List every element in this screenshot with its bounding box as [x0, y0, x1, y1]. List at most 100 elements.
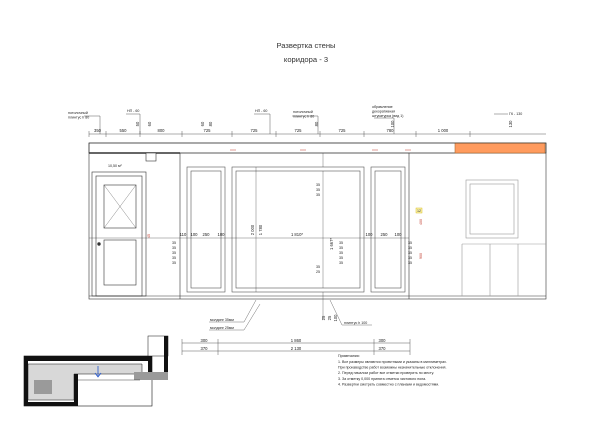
- mid-small-dim: 35: [339, 261, 343, 265]
- baseboard-label: плинтус h 100: [344, 321, 367, 325]
- top-dim-label: 725: [251, 128, 259, 133]
- bottom-small-dim: 25: [321, 315, 326, 320]
- right-small-dim: 35: [408, 246, 412, 250]
- note-item: При производстве работ возможны незначит…: [338, 366, 446, 370]
- drawing-title-line2: коридора - 3: [284, 55, 328, 64]
- callout-np60-mid: НП - 60: [255, 109, 267, 113]
- top-small-dim: 60: [200, 121, 205, 126]
- callout-np60-left: НП - 60: [127, 109, 139, 113]
- note-item: 1. Все размеры являются проектными и ука…: [338, 360, 447, 364]
- left-offset-dim: 100: [191, 232, 199, 237]
- notes-list: 1. Все размеры являются проектными и ука…: [338, 360, 447, 386]
- top-small-dim: 80: [314, 121, 319, 126]
- top-dim-label: 725: [339, 128, 347, 133]
- note-item: 2. Перед началом работ все отметки прове…: [338, 371, 434, 375]
- bottom-small-dim: 25: [327, 315, 332, 320]
- bottom-row1-left: 300: [201, 338, 209, 343]
- left-small-dim: 35: [172, 251, 176, 255]
- right-offset-dim: 100: [366, 232, 374, 237]
- mid-top-small-dim: 35: [316, 193, 320, 197]
- bottom-row2-mid: 2 130: [291, 346, 302, 351]
- door: [91, 171, 147, 297]
- molding-leaders: [209, 299, 372, 331]
- top-small-dim: 80: [208, 121, 213, 126]
- right-offset-dims: 100 250 100: [366, 232, 403, 237]
- molding-35-label: молдинг 35мм: [210, 318, 234, 322]
- right-offset-dim: 250: [381, 232, 389, 237]
- callouts: [84, 113, 508, 134]
- door-handle: [97, 242, 101, 246]
- top-dim-label: 800: [158, 128, 166, 133]
- top-dim-label: 1 000: [438, 128, 449, 133]
- top-small-dim: 50: [135, 121, 140, 126]
- yellow-tag-box: [415, 207, 423, 214]
- left-small-dim: 35: [172, 246, 176, 250]
- note-item: 3. За отметку 0,000 принята отметка чист…: [338, 377, 426, 381]
- red-right-dims: 900 400: [419, 219, 423, 259]
- left-offset-dims: 110 100 250 100: [180, 232, 226, 237]
- mid-top-small-dim: 35: [316, 188, 320, 192]
- mid-small-dim: 35: [339, 246, 343, 250]
- top-dim-label: 780: [387, 128, 395, 133]
- wall-elevation: [88, 142, 547, 300]
- mid-small-dim: 35: [339, 256, 343, 260]
- red-right-dim: 900: [419, 253, 423, 259]
- left-small-dim: 35: [172, 256, 176, 260]
- bottom-row1-mid: 1 860: [291, 338, 302, 343]
- top-dim-label: 725: [295, 128, 303, 133]
- molding-panels: [186, 166, 406, 293]
- center-height-dim: 1 667*: [329, 238, 334, 250]
- area-label: 10,50 м²: [108, 164, 122, 168]
- top-small-dim: 100: [390, 120, 395, 128]
- top-dim-label: 550: [120, 128, 128, 133]
- view-arrow-icon: [94, 366, 102, 378]
- mid-small-dim: 35: [339, 251, 343, 255]
- mid-small-dim: 35: [339, 241, 343, 245]
- left-offset-dim: 250: [203, 232, 211, 237]
- frame-right-dim: 1 780: [258, 224, 263, 235]
- mid-top-small-dim: 35: [316, 183, 320, 187]
- light-box-gk130: [454, 142, 546, 154]
- notes-heading: Примечания:: [338, 354, 360, 358]
- center-width-dim: 1 810*: [291, 232, 303, 237]
- mid-bot-small-dim: 35: [316, 265, 320, 269]
- left-offset-dim: 100: [218, 232, 226, 237]
- bottom-row2-left: 370: [201, 346, 209, 351]
- panel-dimension-lines: [89, 153, 409, 320]
- ceiling-step: [145, 152, 157, 162]
- drawing-title-line1: Развертка стены: [276, 41, 335, 50]
- left-offset-dim: 110: [180, 232, 187, 237]
- outer-height-dim: 2 000: [250, 224, 255, 235]
- left-small-dim: 35: [172, 241, 176, 245]
- left-small-dim: 35: [172, 261, 176, 265]
- top-small-dim: 60: [147, 121, 152, 126]
- top-dimensions: 350 550 800 725 725 725 725 780 1 000: [88, 128, 471, 137]
- red-right-dim: 400: [419, 219, 423, 225]
- right-small-dim: 35: [408, 251, 412, 255]
- yellow-tag: 12: [417, 209, 421, 213]
- note-item: 4. Развертки смотреть совместно с планам…: [338, 382, 439, 386]
- mid-bot-small-dim: 25: [316, 270, 320, 274]
- wall-outline: [88, 142, 547, 300]
- red-left-dim: 45: [147, 234, 151, 238]
- right-offset-dim: 100: [395, 232, 403, 237]
- bottom-row1-right: 300: [379, 338, 387, 343]
- bottom-small-dim: 100: [333, 314, 338, 322]
- right-small-dim: 35: [408, 261, 412, 265]
- bottom-dimension-lines: [181, 339, 411, 355]
- top-dim-label: 725: [204, 128, 212, 133]
- right-small-dim: 35: [408, 241, 412, 245]
- bottom-row2-right: 370: [379, 346, 387, 351]
- key-plan: [23, 335, 169, 407]
- top-dim-label: 350: [94, 128, 102, 133]
- top-small-dim: 130: [508, 120, 513, 128]
- right-fixtures: [461, 179, 546, 296]
